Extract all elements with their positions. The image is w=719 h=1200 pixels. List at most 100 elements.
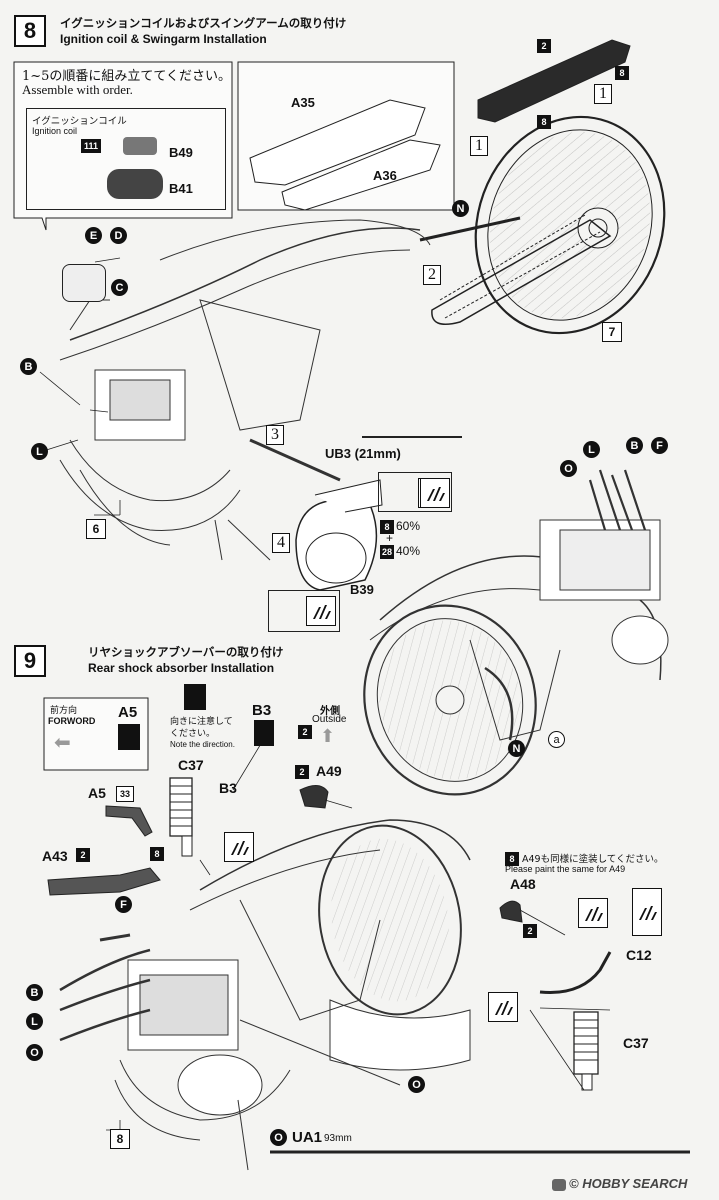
- a49-color-2: 2: [295, 765, 309, 779]
- c37-label-top: C37: [178, 757, 204, 773]
- a5-label-box: A5: [118, 704, 138, 721]
- marker-l-step8: L: [31, 443, 48, 460]
- color-2-chip: 2: [537, 39, 551, 53]
- part-b49-label: B49: [169, 145, 193, 160]
- b3-color-2: 2: [298, 725, 312, 739]
- order-3-box: 3: [266, 425, 284, 445]
- step-8-title-en: Ignition coil & Swingarm Installation: [60, 32, 267, 46]
- marker-d: D: [110, 227, 127, 244]
- paint-icon-c12: [632, 888, 662, 936]
- forward-label-jp: 前方向: [50, 706, 78, 716]
- ignition-coil-inset: イグニッションコイル Ignition coil 111 B49 B41: [26, 108, 226, 210]
- chain-guard-part: [477, 39, 631, 123]
- marker-f-step8: F: [651, 437, 668, 454]
- same-paint-color-8: 8: [505, 852, 519, 866]
- color-6-box: 6: [86, 519, 106, 539]
- marker-a: a: [548, 731, 565, 748]
- b39-cover-part: [295, 499, 378, 591]
- motorcycle-frame-step8: [59, 219, 431, 561]
- order-4-box: 4: [272, 533, 290, 553]
- color-8-box-step9: 8: [110, 1129, 130, 1149]
- footer-copyright: ©: [569, 1176, 579, 1191]
- c37-label-bottom: C37: [623, 1035, 649, 1051]
- motorcycle-right-view-step8: [363, 469, 669, 796]
- footer-logo-icon: [552, 1178, 566, 1191]
- footer-brand-text: HOBBY SEARCH: [582, 1176, 688, 1191]
- ua1-length: 93mm: [324, 1133, 352, 1144]
- paint-icon-c37-bottom: [488, 992, 518, 1022]
- ua1-label: UA1: [292, 1129, 323, 1146]
- marker-f-step9: F: [115, 896, 132, 913]
- ignition-inset-title-en: Ignition coil: [32, 126, 78, 136]
- c12-label: C12: [626, 947, 652, 963]
- order-1-box-2: 1: [594, 84, 612, 104]
- a48-label: A48: [510, 876, 536, 892]
- marker-n-step8: N: [452, 200, 469, 217]
- b49-part-icon: [123, 137, 157, 155]
- ub3-paint-frame: [378, 472, 452, 512]
- step-9-number: 9: [14, 645, 46, 677]
- color-7-box: 7: [602, 322, 622, 342]
- same-paint-note-jp: A49も同様に塗装してください。: [522, 854, 664, 865]
- marker-b-step8-right: B: [626, 437, 643, 454]
- a43-label: A43: [42, 848, 68, 864]
- a43-color-8: 8: [150, 847, 164, 861]
- b3-paint-icon: [254, 720, 274, 746]
- step-8-title-jp: イグニッションコイルおよびスイングアームの取り付け: [60, 16, 347, 30]
- color-8-chip-2: 8: [537, 115, 551, 129]
- marker-o-step9: O: [26, 1044, 43, 1061]
- a43-color-2: 2: [76, 848, 90, 862]
- shock-absorber-c37-bottom: [573, 1011, 599, 1091]
- step-9-title-jp: リヤショックアブソーバーの取り付け: [88, 645, 284, 659]
- motorcycle-step9: [59, 819, 471, 1171]
- paint-icon-c37-top: [224, 832, 254, 862]
- part-b41-label: B41: [169, 181, 193, 196]
- a48-color-2: 2: [523, 924, 537, 938]
- a5-paint-icon: [118, 724, 140, 750]
- color-8-chip: 8: [615, 66, 629, 80]
- same-paint-note-en: Please paint the same for A49: [505, 864, 626, 874]
- marker-c: C: [111, 279, 128, 296]
- direction-note-jp-1: 向きに注意して: [170, 717, 233, 727]
- direction-note-jp-2: ください。: [170, 729, 216, 739]
- paint-8-chip: 8: [380, 520, 394, 534]
- order-1-box: 1: [470, 136, 488, 156]
- part-a35-label: A35: [291, 95, 315, 110]
- outside-arrow-icon: ⬆: [320, 726, 336, 746]
- footer-brand: © HOBBY SEARCH: [552, 1176, 687, 1191]
- marker-e: E: [85, 227, 102, 244]
- marker-o-legend: O: [270, 1129, 287, 1146]
- paint-plus: +: [386, 531, 394, 545]
- assembly-note-en: Assemble with order.: [22, 82, 133, 97]
- paint-icon-a48: [578, 898, 608, 928]
- paint-8-pct: 60%: [396, 519, 421, 533]
- step-9-title-en: Rear shock absorber Installation: [88, 661, 275, 675]
- paint-icon-ub3-swatch: [420, 478, 450, 508]
- marker-b-step8: B: [20, 358, 37, 375]
- outside-label-jp: 外側: [320, 706, 340, 717]
- ignition-inset-title-jp: イグニッションコイル: [32, 116, 127, 127]
- a49-label: A49: [316, 763, 342, 779]
- marker-l-step8-right: L: [583, 441, 600, 458]
- forward-arrow-icon: ⬅: [54, 732, 71, 754]
- forward-label-en: FORWORD: [48, 716, 96, 726]
- direction-paint-icon: [184, 684, 206, 710]
- assembly-note-jp: 1~5の順番に組み立ててください。: [22, 69, 232, 84]
- marker-o-ua1: O: [408, 1076, 425, 1093]
- marker-b-step9: B: [26, 984, 43, 1001]
- b39-paint-frame: [268, 590, 340, 632]
- paint-icon-b39: [306, 596, 336, 626]
- paint-28-pct: 40%: [396, 544, 421, 558]
- step-8-number: 8: [14, 15, 46, 47]
- marker-l-step9: L: [26, 1013, 43, 1030]
- marker-n-step8-bottom: N: [508, 740, 525, 757]
- ignition-coil-part-icon: [62, 264, 106, 302]
- ub3-label: UB3 (21mm): [325, 446, 401, 461]
- b3-label: B3: [219, 780, 237, 796]
- direction-note-en: Note the direction.: [170, 740, 235, 749]
- part-a36-label: A36: [373, 168, 397, 183]
- part-111-badge: 111: [81, 139, 101, 153]
- a5-label: A5: [88, 785, 106, 801]
- b39-label: B39: [350, 582, 374, 597]
